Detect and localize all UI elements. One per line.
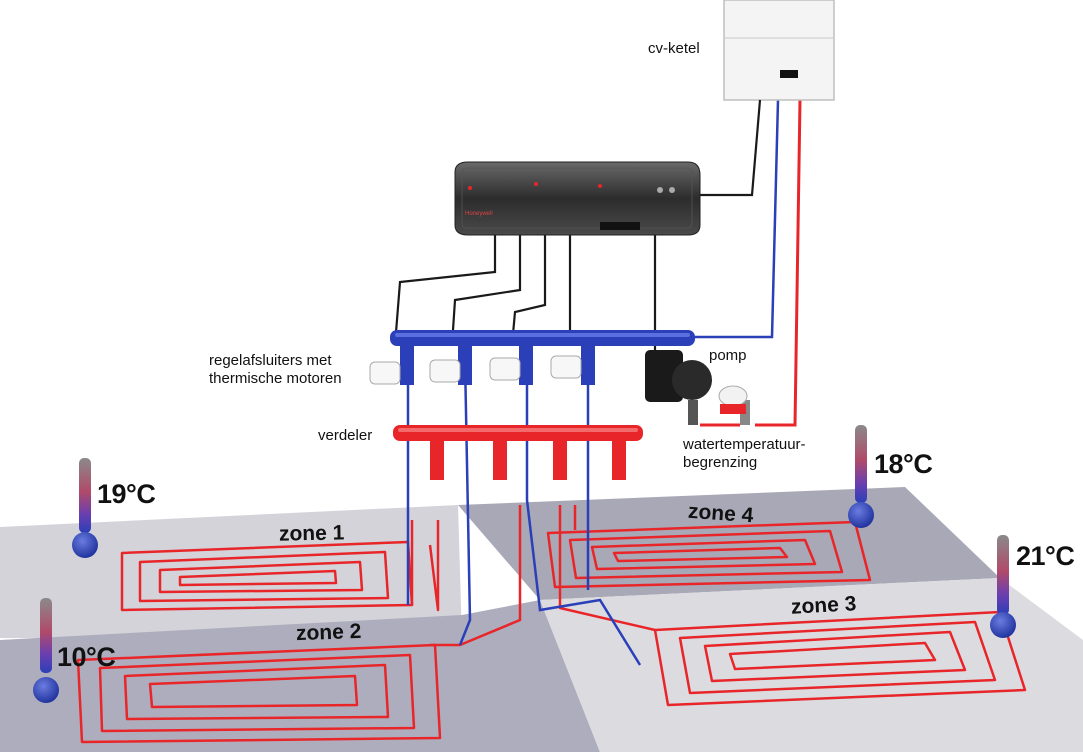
return-pipe-zone-4 <box>525 360 642 666</box>
zone-1-temperature: 19°C <box>97 479 156 509</box>
distributor-label: verdeler <box>318 427 373 444</box>
coil-zone-1 <box>120 520 440 612</box>
zone-4-temperature: 18°C <box>874 449 933 479</box>
zone-3-temperature: 21°C <box>1016 541 1075 571</box>
zone-4-label: zone 4 <box>687 499 755 528</box>
return-pipe-zone-2 <box>458 359 472 646</box>
supply-pipe-boiler <box>700 99 802 427</box>
coil-zone-4 <box>546 505 872 589</box>
boiler-label: cv-ketel <box>648 40 700 57</box>
coil-zone-3 <box>558 505 1027 707</box>
pump <box>645 350 712 425</box>
coil-zone-2 <box>76 505 522 744</box>
zone-1-label: zone 1 <box>278 521 345 546</box>
zone-2-label: zone 2 <box>295 619 362 646</box>
valve-1 <box>369 345 414 385</box>
temperature-limiter <box>718 385 750 425</box>
limiter-label: watertemperatuur-begrenzing <box>683 436 806 471</box>
return-pipe-boiler <box>695 99 780 339</box>
floor <box>0 487 1083 752</box>
zone-2-temperature: 10°C <box>57 642 116 672</box>
valves-label: regelafsluiters met thermische motoren <box>209 352 342 387</box>
boiler-display <box>780 70 798 78</box>
return-manifold <box>390 330 695 346</box>
controller: Honeywell <box>454 161 701 236</box>
thermometer-zone-3 <box>990 535 1016 638</box>
thermometer-zone-1 <box>72 458 98 558</box>
floor-zone-2 <box>0 600 600 752</box>
thermal-valves <box>369 345 595 385</box>
thermometer-zone-4 <box>848 425 874 528</box>
valve-4 <box>550 345 595 385</box>
controller-brand: Honeywell <box>465 211 493 217</box>
valve-3 <box>489 345 533 385</box>
zone-3-label: zone 3 <box>790 592 857 619</box>
pump-label: pomp <box>709 347 747 364</box>
supply-manifold <box>393 425 643 480</box>
valve-2 <box>429 345 472 385</box>
boiler <box>723 0 835 101</box>
thermometer-zone-2 <box>33 598 59 703</box>
